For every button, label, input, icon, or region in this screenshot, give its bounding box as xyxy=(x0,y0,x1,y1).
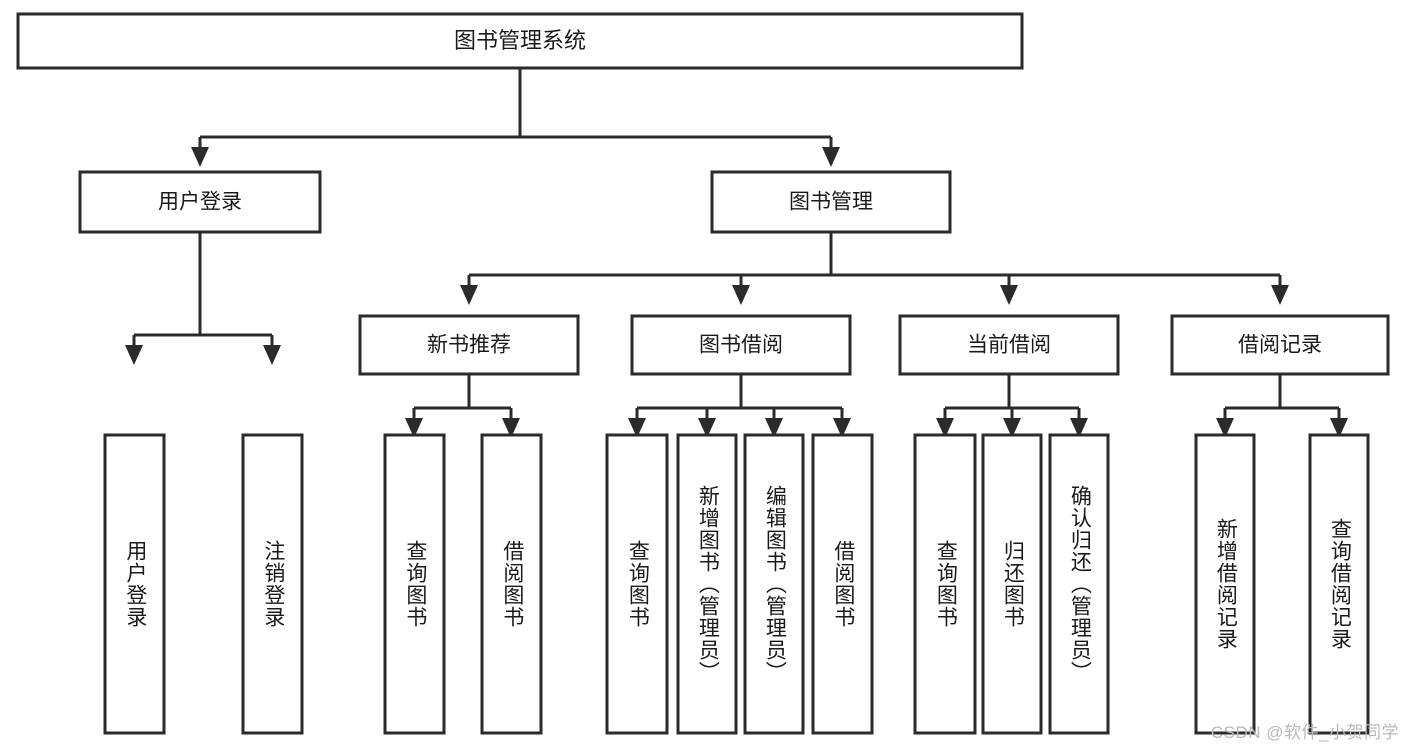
book-manage-to-level3-arrow-0 xyxy=(460,285,478,305)
root-to-level2-arrow-1 xyxy=(822,147,840,167)
leaf-box-leaf-query-book-current[interactable] xyxy=(913,433,977,735)
connectors-layer xyxy=(125,68,1348,438)
node-box-borrow-record[interactable] xyxy=(1170,314,1390,376)
book-manage-to-level3-arrow-2 xyxy=(1000,285,1018,305)
group-current-borrow-arrow-2 xyxy=(1070,418,1088,438)
leaf-box-leaf-borrow-book[interactable] xyxy=(811,433,874,735)
root-to-level2-arrow-0 xyxy=(191,147,209,167)
node-box-user-login[interactable] xyxy=(78,170,322,234)
leaf-box-leaf-borrow-book-new[interactable] xyxy=(480,433,543,735)
leaf-box-leaf-add-borrow-record[interactable] xyxy=(1194,433,1256,735)
node-label-book-manage: 图书管理 xyxy=(789,191,873,214)
group-current-borrow-arrow-0 xyxy=(936,418,954,438)
node-label-borrow-record: 借阅记录 xyxy=(1238,334,1322,357)
node-box-current-borrow[interactable] xyxy=(898,314,1120,376)
group-new-book-recommend-arrow-1 xyxy=(502,418,520,438)
leaf-box-leaf-user-logout[interactable] xyxy=(241,433,304,735)
book-manage-to-level3-arrow-1 xyxy=(732,285,750,305)
group-current-borrow-arrow-1 xyxy=(1003,418,1021,438)
user-login-to-leaves-arrow-1 xyxy=(263,345,281,365)
group-new-book-recommend-arrow-0 xyxy=(405,418,423,438)
leaf-box-leaf-query-book-borrow[interactable] xyxy=(605,433,669,735)
node-box-new-book-recommend[interactable] xyxy=(358,314,580,376)
book-manage-to-level3-arrow-3 xyxy=(1271,285,1289,305)
group-book-borrow-arrow-1 xyxy=(698,418,716,438)
node-label-book-borrow: 图书借阅 xyxy=(699,334,783,357)
leaf-box-leaf-edit-book-admin[interactable] xyxy=(743,433,805,735)
group-book-borrow-arrow-0 xyxy=(628,418,646,438)
watermark-text: CSDN @软件_小贺同学 xyxy=(1210,723,1399,742)
node-box-book-manage[interactable] xyxy=(710,170,952,234)
node-label-current-borrow: 当前借阅 xyxy=(967,334,1051,357)
user-login-to-leaves-arrow-0 xyxy=(125,345,143,365)
node-box-book-borrow[interactable] xyxy=(630,314,852,376)
node-label-new-book-recommend: 新书推荐 xyxy=(427,334,511,357)
boxes-layer xyxy=(16,12,1390,735)
node-label-root: 图书管理系统 xyxy=(454,28,586,53)
group-book-borrow-arrow-2 xyxy=(765,418,783,438)
leaf-box-leaf-user-login[interactable] xyxy=(103,433,166,735)
leaf-box-leaf-return-book[interactable] xyxy=(981,433,1043,735)
node-label-user-login: 用户登录 xyxy=(158,191,242,214)
leaf-box-leaf-query-book-new[interactable] xyxy=(383,433,446,735)
node-box-root[interactable] xyxy=(16,12,1024,70)
group-borrow-record-arrow-0 xyxy=(1216,418,1234,438)
group-borrow-record-arrow-1 xyxy=(1330,418,1348,438)
leaf-box-leaf-add-book-admin[interactable] xyxy=(676,433,738,735)
leaf-box-leaf-confirm-return-admin[interactable] xyxy=(1048,433,1110,735)
group-book-borrow-arrow-3 xyxy=(833,418,851,438)
leaf-box-leaf-query-borrow-record[interactable] xyxy=(1308,433,1370,735)
